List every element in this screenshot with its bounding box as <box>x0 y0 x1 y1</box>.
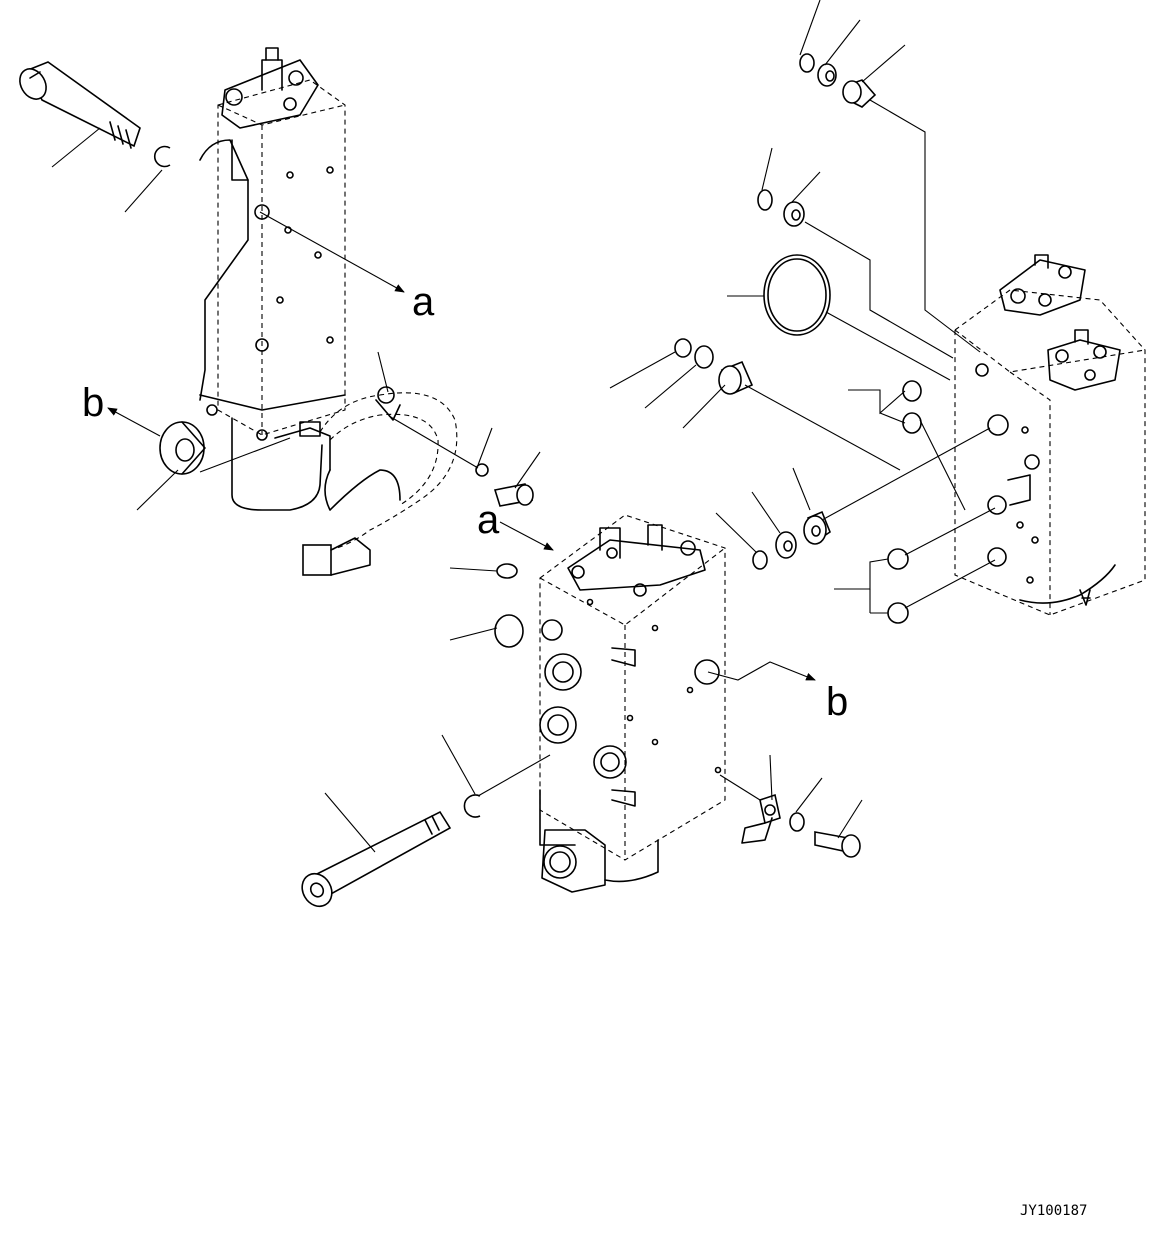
middle-bolt <box>301 810 452 908</box>
oring-pair-lower-2 <box>887 602 909 624</box>
reference-label-b-left: b <box>82 381 104 425</box>
oring-large-middle <box>494 614 524 648</box>
oring-pair-upper-1 <box>902 380 922 402</box>
sleeve-lower-3 <box>803 510 831 545</box>
bracket-bolt <box>814 831 861 858</box>
plug-top-2 <box>817 63 837 87</box>
wire-harness <box>302 386 458 576</box>
left-plug <box>159 421 206 475</box>
drawing-code: JY100187 <box>1020 1203 1087 1219</box>
oring-top-1 <box>799 53 815 73</box>
sleeve-top-3 <box>842 79 877 108</box>
left-washer <box>475 463 489 477</box>
oring-lower-1 <box>752 550 768 570</box>
middle-snap-ring <box>463 794 481 818</box>
right-washer <box>789 812 805 832</box>
large-oring <box>763 254 831 336</box>
left-valve-body <box>199 47 346 441</box>
oring-small-middle <box>496 563 518 579</box>
middle-valve-body <box>539 514 726 893</box>
oring-mid-1 <box>757 189 773 211</box>
bracket-clamp <box>741 793 781 844</box>
left-solenoid <box>231 417 331 511</box>
connection-lines <box>107 99 996 801</box>
right-valve-body <box>954 254 1146 616</box>
plug-mid-2 <box>783 201 805 227</box>
oring-pair-lower-1 <box>887 548 909 570</box>
reference-label-a-middle: a <box>477 498 500 542</box>
plug-left-2 <box>694 345 714 369</box>
sleeve-left-3 <box>718 360 754 395</box>
left-snap-ring <box>154 145 171 168</box>
clamp-bolt <box>493 483 534 507</box>
oring-left-1 <box>674 338 692 358</box>
plug-lower-2 <box>775 531 797 559</box>
oring-pair-upper-2 <box>902 412 922 434</box>
reference-label-b-right: b <box>826 680 848 724</box>
leader-lines <box>51 0 906 853</box>
left-bolt <box>19 61 141 149</box>
reference-label-a-top: a <box>412 280 435 324</box>
